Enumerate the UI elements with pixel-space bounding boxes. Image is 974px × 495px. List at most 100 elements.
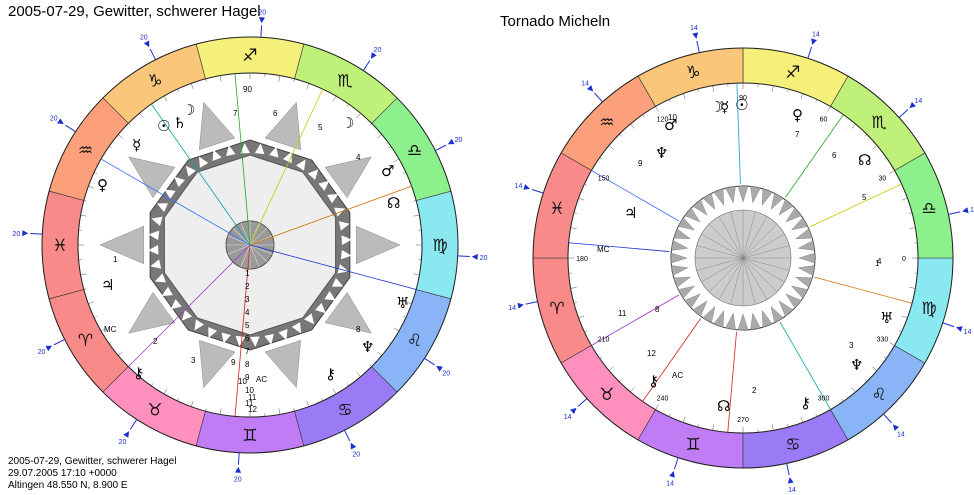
pattern-triangle — [161, 286, 173, 296]
outer-pattern-triangle — [99, 225, 144, 265]
cusp-marker — [594, 92, 603, 103]
cusp-degree-label: 14 — [970, 207, 974, 214]
degree-tick — [883, 157, 887, 160]
cusp-degree-label: 14 — [964, 329, 972, 336]
pattern-triangle — [148, 245, 159, 255]
inner-pattern-triangle — [795, 228, 813, 240]
degree-tick — [118, 351, 123, 356]
house-number: 12 — [248, 405, 257, 414]
outer-pattern-triangle — [324, 291, 372, 334]
cusp-degree-label: 20 — [480, 255, 488, 262]
planet-glyph: ☊ — [717, 397, 730, 415]
inner-pattern-triangle — [750, 312, 761, 330]
degree-tick — [293, 78, 295, 82]
cusp-marker — [525, 301, 538, 305]
zodiac-glyph: ♎ — [407, 141, 422, 161]
cusp-degree-label: 14 — [666, 480, 674, 487]
core-spoke — [696, 257, 744, 271]
degree-tick — [668, 413, 671, 417]
planet-glyph: ♆ — [850, 356, 863, 374]
house-number: 1 — [875, 259, 880, 268]
cusp-degree-label: 14 — [914, 98, 922, 105]
degree-tick — [578, 315, 585, 319]
cusp-marker — [129, 419, 138, 430]
core-spoke — [742, 216, 768, 259]
degree-tick — [655, 404, 659, 410]
house-line — [568, 242, 670, 252]
zodiac-glyph: ♐ — [785, 63, 800, 83]
axis-label: 90 — [243, 85, 252, 94]
core-spoke — [742, 211, 756, 259]
core-spoke — [742, 257, 785, 283]
cusp-marker — [696, 40, 700, 53]
cusp-degree-label: 14 — [564, 414, 572, 421]
inner-pattern-triangle — [677, 285, 696, 299]
degree-label: 300 — [818, 395, 830, 402]
house-line — [642, 318, 701, 402]
cusp-degree-label: 20 — [442, 370, 450, 377]
cusp-triangle — [517, 302, 524, 309]
inner-pattern-triangle — [692, 300, 708, 317]
pattern-triangle — [315, 302, 326, 314]
cusp-degree-label: 20 — [119, 439, 127, 446]
planet-glyph: ⚷ — [133, 364, 144, 382]
house-number: 11 — [618, 309, 627, 318]
pattern-triangle — [340, 249, 352, 260]
pattern-triangle — [185, 165, 196, 177]
degree-tick — [864, 379, 867, 382]
outer-pattern-triangle — [264, 340, 301, 389]
degree-tick — [800, 93, 804, 100]
house-line — [100, 158, 251, 246]
planet-glyph: ☉ — [157, 117, 170, 135]
left-chart-footer: 2005-07-29, Gewitter, schwerer Hagel 29.… — [8, 456, 176, 492]
planet-glyph: ⚷ — [648, 372, 659, 390]
house-line — [785, 114, 844, 198]
house-line — [727, 331, 737, 433]
degree-tick — [219, 75, 222, 82]
house-number: 4 — [877, 257, 882, 266]
cusp-triangle — [447, 138, 455, 145]
cusp-triangle — [123, 431, 130, 438]
cusp-triangle — [811, 38, 817, 45]
cusp-degree-label: 14 — [897, 431, 905, 438]
planet-glyph: ♅ — [880, 309, 893, 327]
pattern-triangle — [324, 291, 336, 301]
core-spoke — [701, 233, 744, 259]
degree-tick — [163, 95, 168, 102]
house-line — [814, 276, 913, 304]
degree-tick — [413, 200, 417, 202]
degree-tick — [642, 114, 645, 118]
degree-tick — [800, 416, 804, 423]
planet-glyph: ♅ — [396, 294, 409, 312]
degree-tick — [405, 301, 412, 305]
cusp-degree-label: 20 — [38, 349, 46, 356]
pattern-triangle — [174, 176, 185, 188]
axis-label: MC — [104, 325, 117, 334]
inner-pattern-triangle — [725, 312, 736, 330]
zodiac-glyph: ♎ — [921, 199, 936, 219]
inner-pattern-triangle — [684, 293, 701, 309]
degree-tick — [697, 88, 699, 92]
degree-tick — [332, 388, 337, 395]
cusp-degree-label: 20 — [258, 9, 266, 16]
house-line — [151, 103, 251, 246]
inner-number: 6 — [245, 334, 250, 343]
inner-number: 4 — [245, 308, 250, 317]
house-number: 10 — [668, 113, 677, 122]
degree-tick — [83, 288, 87, 290]
pattern-triangle — [278, 329, 288, 341]
house-number: 9 — [231, 358, 236, 367]
cusp-triangle — [586, 85, 594, 92]
pattern-triangle — [170, 299, 182, 310]
degree-tick — [815, 413, 818, 417]
inner-pattern-triangle — [798, 252, 816, 264]
cusp-marker — [53, 338, 65, 346]
cusp-degree-label: 20 — [374, 47, 382, 54]
degree-tick — [851, 387, 856, 393]
inner-number: 7 — [245, 347, 250, 356]
core-spoke — [730, 257, 744, 305]
inner-pattern-triangle — [671, 240, 689, 251]
house-number: 6 — [832, 151, 837, 160]
house-line — [128, 244, 251, 367]
degree-tick — [190, 83, 194, 90]
